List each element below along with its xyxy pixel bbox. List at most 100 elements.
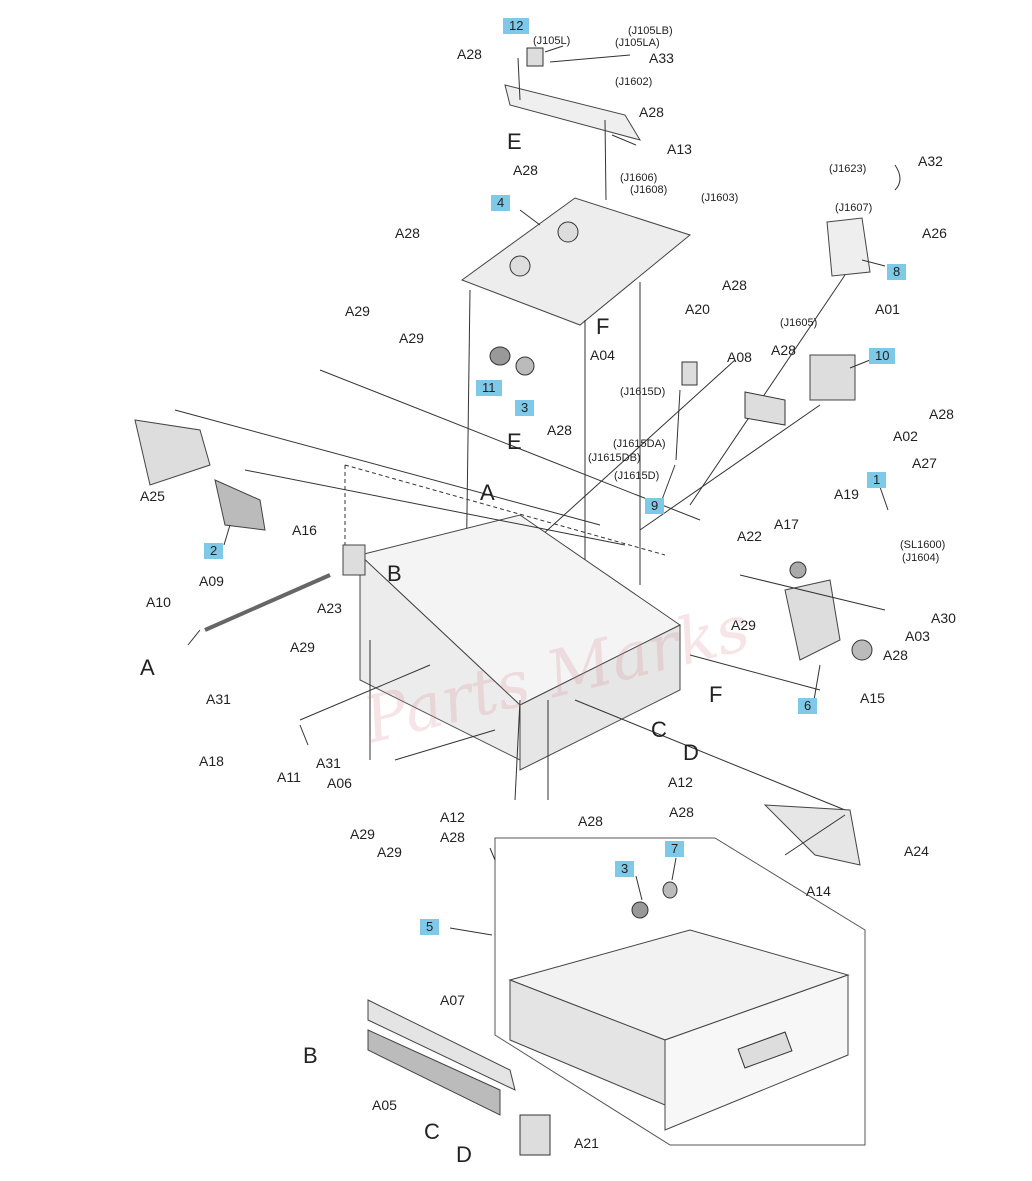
callout-11: 11 — [476, 380, 502, 396]
bracket-a21 — [519, 1114, 551, 1156]
part-label-a28: A28 — [395, 225, 420, 241]
connector-label-j1608: (J1608) — [630, 184, 668, 196]
part-label-a28: A28 — [440, 829, 465, 845]
part-label-a13: A13 — [667, 141, 692, 157]
part-label-a28: A28 — [771, 342, 796, 358]
part-label-a06: A06 — [327, 775, 352, 791]
part-label-a28: A28 — [547, 422, 572, 438]
shaft-a09 — [204, 573, 331, 632]
part-label-a08: A08 — [727, 349, 752, 365]
connector-label-j1615d: (J1615D) — [614, 470, 660, 482]
part-label-a28: A28 — [513, 162, 538, 178]
part-label-a23: A23 — [317, 600, 342, 616]
connector-label-j1615d: (J1615D) — [620, 386, 666, 398]
part-label-a31: A31 — [206, 691, 231, 707]
callout-6: 6 — [798, 698, 818, 714]
part-label-a04: A04 — [590, 347, 615, 363]
part-label-a29: A29 — [350, 826, 375, 842]
part-label-a17: A17 — [774, 516, 799, 532]
part-label-a11: A11 — [277, 769, 301, 785]
roller-11 — [489, 346, 511, 366]
part-label-a28: A28 — [669, 804, 694, 820]
link-letter-d: D — [683, 740, 699, 765]
part-label-a32: A32 — [918, 153, 943, 169]
connector-label-j1606: (J1606) — [620, 172, 658, 184]
part-label-a31: A31 — [316, 755, 341, 771]
callout-2: 2 — [204, 543, 224, 559]
part-label-a20: A20 — [685, 301, 710, 317]
link-letter-f: F — [596, 314, 610, 339]
connector-label-j1615db: (J1615DB) — [588, 452, 641, 464]
part-label-a30: A30 — [931, 610, 956, 626]
connector-label-sl1600: (SL1600) — [900, 539, 946, 551]
connector-label-j105l: (J105L) — [533, 35, 571, 47]
connector-label-j1602: (J1602) — [615, 76, 653, 88]
callout-3-bottom: 3 — [615, 861, 635, 877]
link-letter-f: F — [709, 682, 723, 707]
part-label-a29: A29 — [399, 330, 424, 346]
rail-a05 — [367, 1029, 501, 1116]
part-label-a24: A24 — [904, 843, 929, 859]
connector-label-j1605: (J1605) — [780, 317, 818, 329]
gear-a15 — [851, 639, 873, 661]
part-label-a29: A29 — [377, 844, 402, 860]
roller-3-bottom — [631, 901, 649, 919]
part-label-a28: A28 — [883, 647, 908, 663]
connector-12 — [526, 47, 544, 67]
part-label-a07: A07 — [440, 992, 465, 1008]
callout-4: 4 — [491, 195, 511, 211]
part-label-a03: A03 — [905, 628, 930, 644]
connector-label-j1615da: (J1615DA) — [613, 438, 666, 450]
paper-pickup-assembly-4 — [460, 197, 692, 326]
part-label-a14: A14 — [806, 883, 831, 899]
part-label-a28: A28 — [929, 406, 954, 422]
part-label-a28: A28 — [722, 277, 747, 293]
link-letter-e: E — [507, 429, 522, 454]
part-label-a33: A33 — [649, 50, 674, 66]
link-letter-e: E — [507, 129, 522, 154]
part-label-a28: A28 — [639, 104, 664, 120]
drive-assembly-6 — [784, 579, 841, 661]
connector-label-j105la: (J105LA) — [615, 37, 660, 49]
callout-10: 10 — [869, 348, 896, 364]
part-label-a19: A19 — [834, 486, 859, 502]
connector-label-j1604: (J1604) — [902, 552, 940, 564]
lever-2 — [214, 479, 266, 531]
part-label-a29: A29 — [290, 639, 315, 655]
callout-8: 8 — [887, 264, 907, 280]
motor-10 — [809, 354, 856, 401]
sensor-a20 — [681, 361, 698, 386]
callout-9: 9 — [645, 498, 665, 514]
part-label-a09: A09 — [199, 573, 224, 589]
roller-7 — [662, 881, 678, 899]
connector-label-j1607: (J1607) — [835, 202, 873, 214]
connector-label-j1623: (J1623) — [829, 163, 867, 175]
part-label-a21: A21 — [574, 1135, 599, 1151]
bracket-a08 — [744, 391, 786, 426]
guide-a24 — [763, 804, 861, 866]
callout-3-top: 3 — [515, 400, 535, 416]
callout-5: 5 — [420, 919, 440, 935]
part-label-a12: A12 — [440, 809, 465, 825]
part-label-a25: A25 — [140, 488, 165, 504]
callout-12: 12 — [503, 18, 530, 34]
part-label-a10: A10 — [146, 594, 171, 610]
part-label-a18: A18 — [199, 753, 224, 769]
roller-3-top — [515, 356, 535, 376]
part-label-a05: A05 — [372, 1097, 397, 1113]
callout-7: 7 — [665, 841, 685, 857]
bracket-a23 — [342, 544, 366, 576]
part-label-a27: A27 — [912, 455, 937, 471]
pca-8 — [826, 217, 871, 277]
link-letter-b: B — [387, 561, 402, 586]
bracket-a13 — [504, 84, 642, 141]
part-label-a16: A16 — [292, 522, 317, 538]
part-label-a15: A15 — [860, 690, 885, 706]
cassette-border — [494, 837, 866, 1146]
link-letter-c: C — [424, 1119, 440, 1144]
part-label-a29: A29 — [731, 617, 756, 633]
part-label-a28: A28 — [457, 46, 482, 62]
part-label-a22: A22 — [737, 528, 762, 544]
connector-label-j105lb: (J105LB) — [628, 25, 673, 37]
